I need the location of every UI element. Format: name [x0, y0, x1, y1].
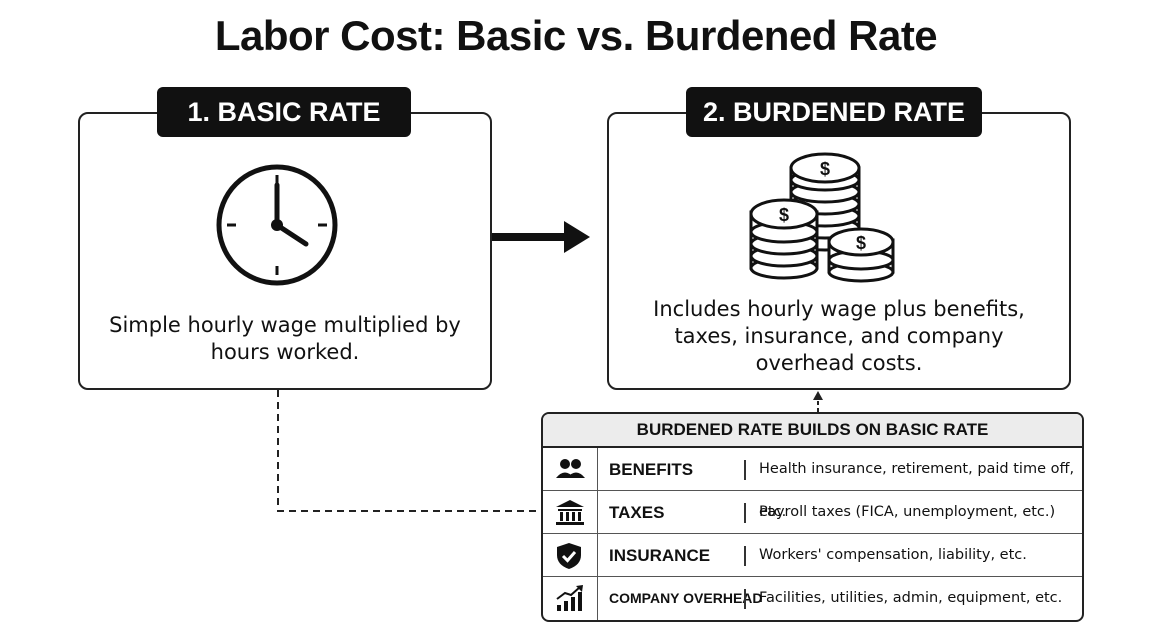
row-detail: Payroll taxes (FICA, unemployment, etc.) — [759, 504, 1056, 520]
basic-rate-description: Simple hourly wage multiplied by hours w… — [109, 313, 461, 364]
row-detail: Workers' compensation, liability, etc. — [759, 547, 1027, 563]
row-name: BENEFITS — [609, 460, 694, 479]
coin-dollar-sign: $ — [856, 233, 866, 253]
table-row: TAXES Payroll taxes (FICA, unemployment,… — [543, 491, 1082, 534]
growth-chart-icon — [556, 585, 583, 611]
clock-icon — [216, 164, 338, 286]
row-name: TAXES — [609, 503, 665, 522]
table-row: BENEFITS Health insurance, retirement, p… — [543, 448, 1082, 520]
components-table-heading: BURDENED RATE BUILDS ON BASIC RATE — [543, 414, 1082, 448]
table-row: INSURANCE Workers' compensation, liabili… — [543, 534, 1082, 577]
coin-stack-icon: $ $ $ — [749, 152, 895, 283]
row-name: COMPANY OVERHEAD — [609, 590, 763, 606]
bank-icon — [556, 500, 584, 525]
components-table: BURDENED RATE BUILDS ON BASIC RATE BENEF… — [541, 412, 1084, 622]
row-detail: Health insurance, retirement, paid time … — [759, 461, 1075, 520]
page-title: Labor Cost: Basic vs. Burdened Rate — [214, 12, 938, 59]
coin-dollar-sign: $ — [820, 159, 830, 179]
people-icon — [556, 459, 585, 478]
coin-dollar-sign: $ — [779, 205, 789, 225]
basic-rate-label: 1. BASIC RATE — [157, 87, 411, 137]
row-detail: Facilities, utilities, admin, equipment,… — [759, 590, 1063, 606]
table-row: COMPANY OVERHEAD Facilities, utilities, … — [543, 577, 1082, 620]
row-name: INSURANCE — [609, 546, 711, 565]
shield-check-icon — [557, 543, 581, 569]
burdened-rate-description: Includes hourly wage plus benefits, taxe… — [653, 297, 1025, 375]
burdened-rate-label: 2. BURDENED RATE — [686, 87, 982, 137]
